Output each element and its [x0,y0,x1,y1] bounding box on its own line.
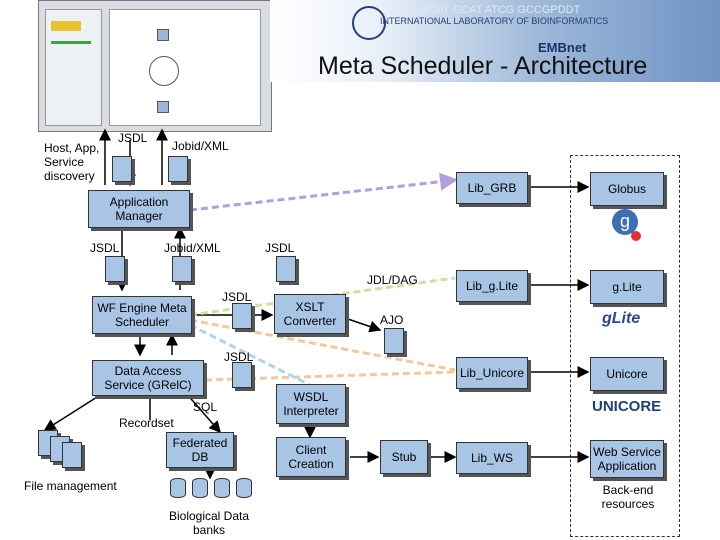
banner-sequence: GCAT GCAT ATCG GCCGPDDT [420,4,581,16]
jobid-mid-document-icon [172,256,192,282]
lib-glite-box: Lib_g.Lite [456,270,528,302]
jsdl-wf-document-icon [232,303,252,329]
recordset-label: Recordset [119,416,174,430]
lib-unicore-box: Lib_Unicore [456,357,528,389]
embnet-logo: EMBnet [538,40,587,55]
wf-engine-box: WF Engine Meta Scheduler [92,296,192,334]
web-service-application-box: Web Service Application [590,440,664,478]
federated-db-box: Federated DB [166,432,234,468]
backend-resources-label: Back-end resources [601,483,655,511]
jsdl-mid-document-icon [276,256,296,282]
jsdl-left-document-icon [105,256,125,282]
lib-ws-box: Lib_WS [456,442,528,474]
banner-text: INTERNATIONAL LABORATORY OF BIOINFORMATI… [380,16,609,26]
stub-box: Stub [380,440,428,474]
jsdl-mid-label: JSDL [265,241,295,255]
file-management-label: File management [24,479,117,493]
ajo-label: AJO [380,313,404,327]
jsdl-lower-label: JSDL [224,350,254,364]
page-title: Meta Scheduler - Architecture [318,52,648,80]
unicore-box: Unicore [590,357,664,391]
jsdl-top-label: JSDL [118,131,148,145]
ajo-document-icon [384,328,404,354]
unicore-logo: UNICORE [592,398,662,415]
globus-logo-dot-icon [631,231,641,241]
jobid-top-label: Jobid/XML [172,139,229,153]
jobid-mid-label: Jobid/XML [164,241,221,255]
database-icon [192,478,208,498]
backend-resources-frame [570,155,680,537]
lib-grb-box: Lib_GRB [456,172,528,204]
lib-logo-icon [352,6,386,40]
jsdl-left-label: JSDL [90,241,120,255]
glite-box: g.Lite [590,270,664,304]
globus-logo-icon: g [612,209,638,235]
wsdl-interpreter-box: WSDL Interpreter [276,384,346,424]
jobid-document-icon [168,156,188,182]
glite-logo: gLite [602,310,641,327]
file-icon [62,442,82,468]
screenshot-thumbnail [38,0,272,132]
database-icon [214,478,230,498]
discovery-label: Host, App, Service discovery [44,141,100,183]
jsdl-wf-label: JSDL [222,290,252,304]
database-icon [236,478,252,498]
jsdl-lower-document-icon [232,362,252,388]
jdl-dag-label: JDL/DAG [367,273,418,287]
sql-label: SQL [193,400,218,414]
application-manager-box: Application Manager [88,190,190,228]
xslt-converter-box: XSLT Converter [274,294,346,334]
database-icon [170,478,186,498]
client-creation-box: Client Creation [276,437,346,477]
jsdl-document-icon [112,156,132,182]
biological-data-label: Biological Data banks [168,509,250,537]
header-banner: GCAT GCAT ATCG GCCGPDDT INTERNATIONAL LA… [270,0,720,82]
globus-box: Globus [590,172,664,206]
data-access-service-box: Data Access Service (GRelC) [92,360,204,396]
